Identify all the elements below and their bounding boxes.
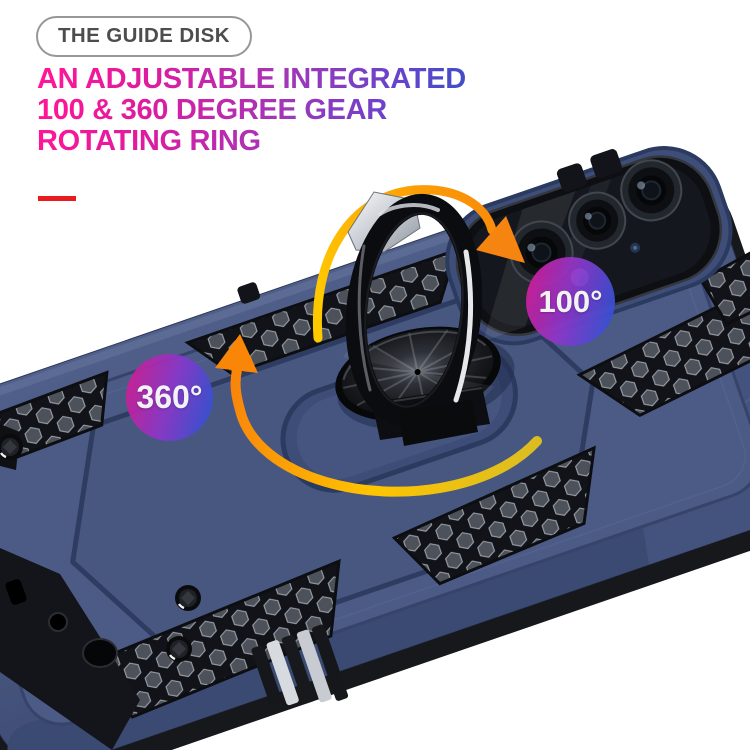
ring-clasp	[398, 400, 478, 446]
callout-100-label: 100°	[538, 283, 603, 319]
hex-texture-patch	[699, 249, 750, 326]
speaker-port	[5, 579, 27, 605]
corner-side-face	[0, 548, 140, 750]
camera-lens	[620, 159, 683, 222]
screw-rivet	[0, 434, 23, 460]
hex-texture-patch	[391, 445, 596, 586]
title-line-2: 100 & 360 DEGREE GEAR	[37, 94, 387, 126]
sensor-glint	[633, 245, 638, 250]
accent-divider	[38, 196, 76, 201]
camera-lens	[568, 191, 627, 250]
ring-highlight	[357, 244, 372, 392]
bottom-ports	[0, 424, 140, 750]
title-line-1: AN ADJUSTABLE INTEGRATED	[37, 63, 466, 95]
callout-100-badge: 100°	[526, 257, 615, 346]
ring-highlight	[453, 249, 474, 403]
callout-360-label: 360°	[136, 379, 203, 415]
ring-highlight	[378, 203, 440, 216]
camera-module	[445, 146, 733, 346]
arrowhead	[476, 216, 525, 263]
arrow-360-icon	[215, 334, 542, 497]
side-buttons	[251, 624, 349, 706]
arrow-100-icon	[312, 185, 525, 343]
kickstand-ring	[345, 191, 483, 446]
edge-buttons	[237, 149, 622, 304]
guide-disk-badge: THE GUIDE DISK	[36, 16, 252, 57]
callout-360-badge: 360°	[126, 354, 213, 441]
audio-jack-port	[48, 612, 68, 632]
screw-rivet	[175, 585, 201, 611]
guide-disk-badge-label: THE GUIDE DISK	[58, 24, 230, 47]
page-title: AN ADJUSTABLE INTEGRATED 100 & 360 DEGRE…	[37, 64, 507, 157]
arrowhead	[215, 334, 258, 373]
disc-center	[414, 369, 421, 376]
case-bottom-bevel	[7, 464, 750, 750]
ring-inner-edge	[364, 212, 464, 408]
usb-port	[82, 638, 118, 668]
screw-rivet	[166, 636, 192, 662]
title-line-3: ROTATING RING	[37, 125, 261, 157]
